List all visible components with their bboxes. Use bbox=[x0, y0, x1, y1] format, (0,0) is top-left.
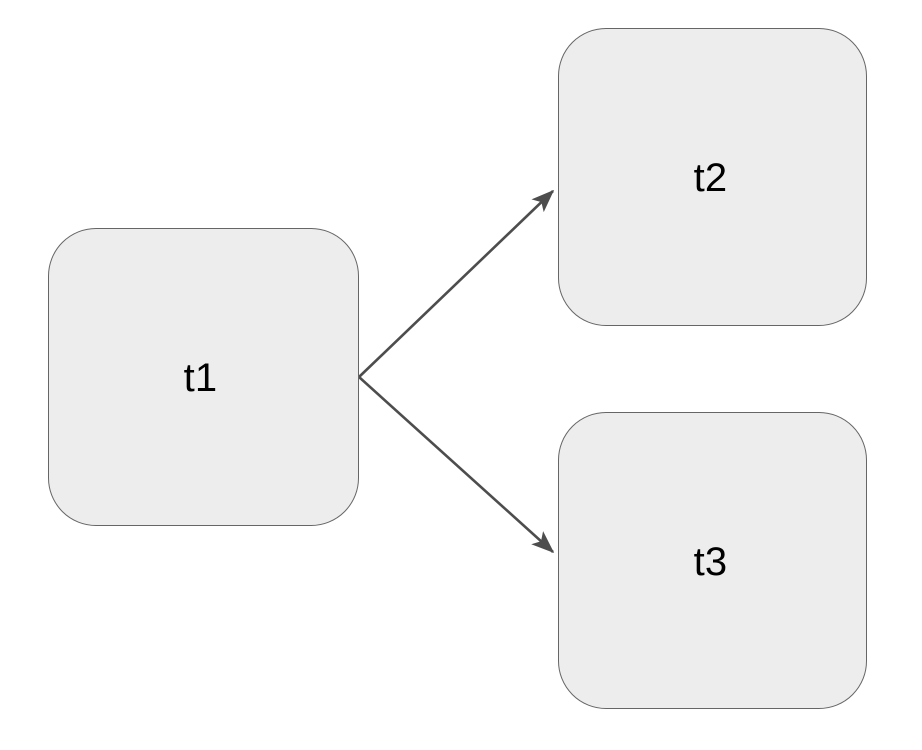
edge-t1-t3[interactable] bbox=[358, 376, 555, 554]
node-t2-label: t2 bbox=[693, 156, 728, 200]
node-t1[interactable]: t1 bbox=[48, 228, 359, 526]
node-t3-label: t3 bbox=[693, 539, 728, 584]
edge-t1-t2[interactable] bbox=[358, 189, 555, 378]
node-t1-label: t1 bbox=[183, 356, 218, 400]
node-t3[interactable]: t3 bbox=[558, 412, 867, 709]
node-t2[interactable]: t2 bbox=[558, 28, 867, 326]
